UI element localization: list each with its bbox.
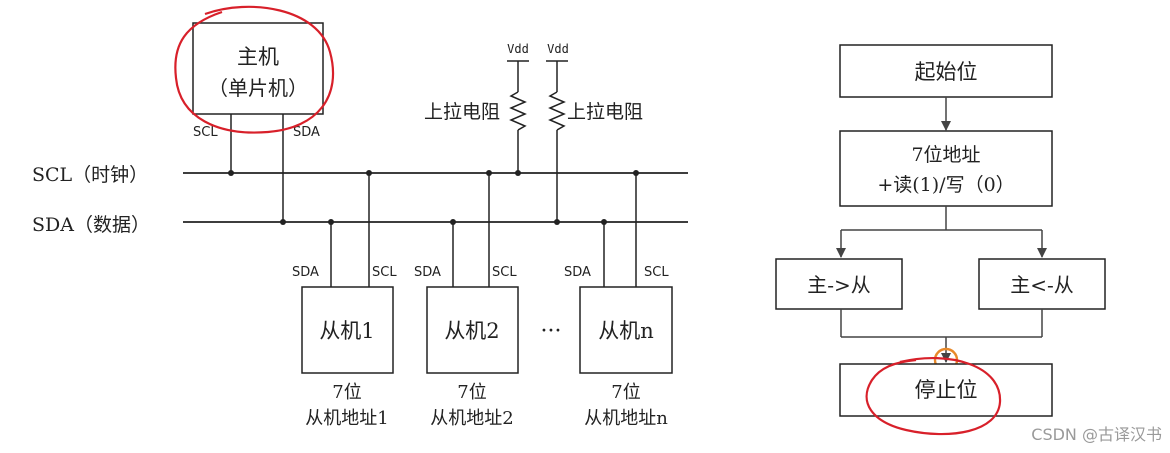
master-annotation-circle (174, 5, 335, 134)
master-sublabel: （单片机） (208, 76, 308, 100)
pullup-label-2: 上拉电阻 (567, 101, 643, 123)
scl-bus-label: SCL（时钟） (32, 164, 148, 186)
junction-dot (228, 170, 234, 176)
flow-merge-connector (840, 309, 1043, 363)
stop-annotation-circle (865, 357, 1002, 436)
vdd-label-1: Vdd (507, 42, 529, 56)
master-label: 主机 (237, 45, 279, 69)
flow-branch-left-label: 主->从 (807, 273, 871, 297)
flow-address-line2: +读(1)/写（0） (877, 174, 1014, 196)
flow-address-line1: 7位地址 (911, 144, 980, 166)
sda-bus-label: SDA（数据） (32, 214, 150, 236)
master-sda-pin: SDA (293, 125, 320, 140)
flow-branch-right-box (978, 258, 1106, 310)
slaven-sda-pin: SDA (564, 265, 591, 280)
slave1-box (301, 286, 394, 374)
master-scl-pin: SCL (193, 125, 218, 140)
slaven-addr-line1: 7位 (611, 382, 640, 403)
vdd-label-2: Vdd (547, 42, 569, 56)
slave2-scl-pin: SCL (492, 265, 517, 280)
master-box (192, 22, 324, 115)
flow-start-box (839, 44, 1053, 98)
slave1-scl-pin: SCL (372, 265, 397, 280)
flow-split-connector (836, 206, 1047, 258)
flow-address-box (839, 130, 1053, 207)
junction-dots (228, 170, 639, 225)
flow-branch-right-label: 主<-从 (1010, 273, 1074, 297)
slave1-label: 从机1 (319, 319, 374, 343)
slave2-sda-pin: SDA (414, 265, 441, 280)
slaven-box (579, 286, 673, 374)
junction-dot (280, 219, 286, 225)
slave2-addr-line2: 从机地址2 (430, 408, 513, 429)
slave2-box (426, 286, 519, 374)
slaves-ellipsis: ··· (541, 319, 562, 344)
slave1-sda-pin: SDA (292, 265, 319, 280)
pullup-resistor-2 (546, 60, 568, 222)
flow-stop-box (839, 363, 1053, 417)
watermark: CSDN @古译汉书 (1031, 425, 1162, 444)
slaven-scl-pin: SCL (644, 265, 669, 280)
flow-stop-label: 停止位 (915, 378, 978, 402)
flow-branch-left-box (775, 258, 903, 310)
slave2-addr-line1: 7位 (457, 382, 486, 403)
slaven-label: 从机n (598, 319, 654, 343)
flow-start-label: 起始位 (915, 60, 978, 84)
pullup-resistor-1 (507, 60, 529, 173)
pullup-label-1: 上拉电阻 (424, 101, 500, 123)
slaven-addr-line2: 从机地址n (584, 408, 668, 429)
slave2-label: 从机2 (444, 319, 499, 343)
slave1-addr-line2: 从机地址1 (305, 408, 388, 429)
slave1-addr-line1: 7位 (332, 382, 361, 403)
